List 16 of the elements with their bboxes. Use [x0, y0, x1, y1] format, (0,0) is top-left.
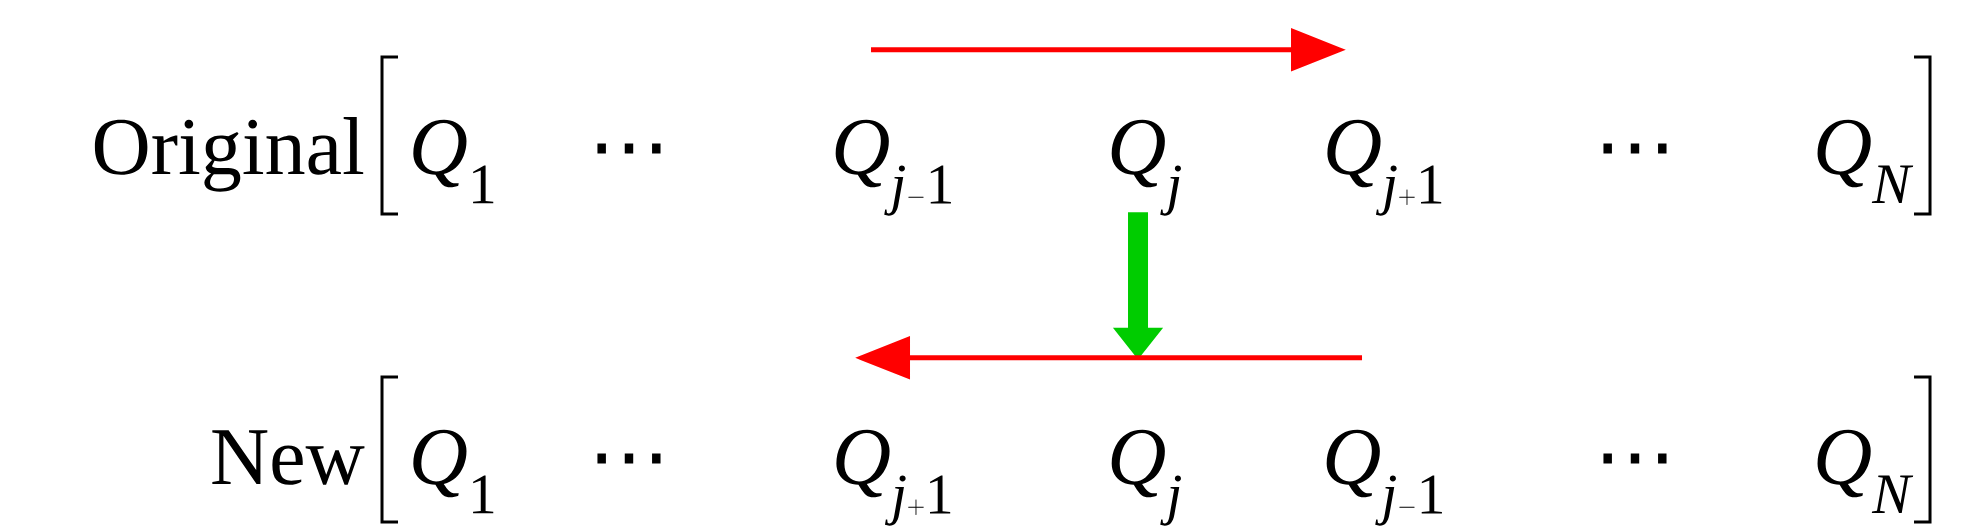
row-label: New — [212, 430, 365, 485]
ellipsis: ⋯ — [597, 143, 661, 154]
matrix-element: $Q_j$ — [1111, 429, 1181, 526]
matrix-element: $Q_{j-1}$ — [835, 119, 951, 216]
row-label: Original — [94, 117, 364, 192]
matrix-element: $Q_{j-1}$ — [1326, 429, 1442, 526]
matrix-element: $Q_{j+1}$ — [1327, 119, 1442, 216]
matrix-element: $Q_N$ — [1817, 429, 1914, 513]
matrix-element: $Q_{j+1}$ — [836, 429, 951, 526]
ellipsis: ⋯ — [597, 453, 661, 464]
matrix-element: $Q_1$ — [413, 119, 494, 204]
matrix-element: $Q_N$ — [1817, 119, 1914, 203]
matrix-element: $Q_j$ — [1111, 119, 1181, 216]
ellipsis: ⋯ — [1603, 453, 1667, 464]
ellipsis: ⋯ — [1603, 143, 1667, 154]
matrix-element: $Q_1$ — [413, 429, 494, 514]
